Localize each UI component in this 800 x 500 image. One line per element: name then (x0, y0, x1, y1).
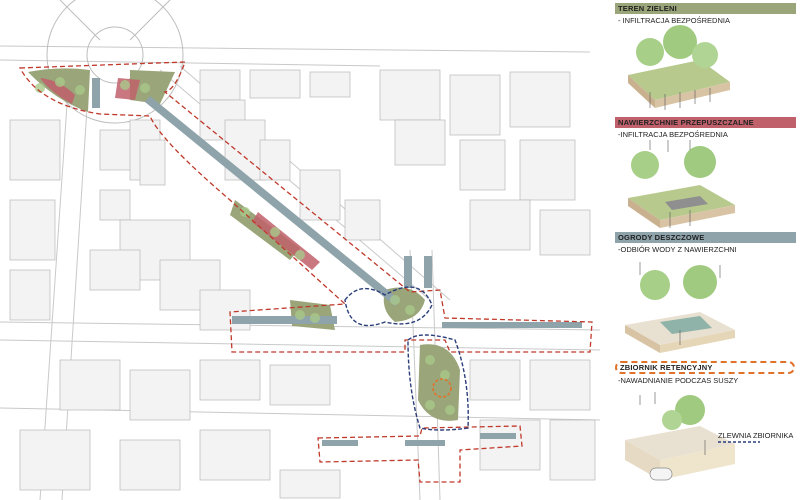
building (309, 71, 351, 98)
site-plan-map (0, 0, 600, 500)
tree (75, 85, 85, 95)
building (539, 209, 591, 256)
permeable-pavement-icon (628, 140, 735, 228)
building (9, 119, 61, 181)
retention-tank-marker (432, 378, 452, 398)
buildings (9, 69, 596, 499)
building (449, 74, 501, 136)
project-boundary (18, 61, 593, 353)
tree (425, 400, 435, 410)
legend-title-green-area: TEREN ZIELENI (615, 3, 796, 14)
building (129, 369, 191, 421)
building (9, 199, 56, 261)
tree (240, 207, 250, 217)
building (199, 289, 251, 331)
tree (310, 313, 320, 323)
legend-title-retention: ZBIORNIK RETENCYJNY (615, 361, 795, 374)
tree (120, 80, 130, 90)
building (199, 429, 271, 481)
building (199, 69, 241, 101)
rain-garden-catchment (344, 286, 433, 327)
building (249, 69, 301, 99)
building (529, 359, 591, 411)
rain-garden-icon (625, 262, 735, 353)
tree (295, 250, 305, 260)
building (519, 139, 576, 201)
tree (390, 295, 400, 305)
tree-soil-infiltration-icon (628, 25, 730, 110)
building (479, 419, 541, 471)
building (394, 119, 446, 166)
legend-subtitle-green-area: - INFILTRACJA BEZPOŚREDNIA (618, 16, 730, 25)
tree (140, 83, 150, 93)
trees (35, 77, 455, 415)
tank-catchment (407, 334, 469, 431)
building (379, 69, 441, 121)
building (469, 199, 531, 251)
building (99, 189, 131, 221)
building (549, 419, 596, 481)
building (199, 359, 261, 401)
legend-title-rain-garden: OGRODY DESZCZOWE (615, 232, 796, 243)
building (9, 269, 51, 321)
legend-catchment-label: ZLEWNIA ZBIORNIKA (718, 431, 794, 440)
tree (445, 405, 455, 415)
legend-subtitle-permeable: -INFILTRACJA BEZPOŚREDNIA (618, 130, 728, 139)
tree (55, 77, 65, 87)
legend-subtitle-retention: -NAWADNIANIE PODCZAS SUSZY (618, 376, 739, 385)
retention-tank-icon (625, 392, 735, 481)
building (279, 469, 341, 499)
building (299, 169, 341, 221)
tree (295, 310, 305, 320)
legend-subtitle-rain-garden: -ODBIÓR WODY Z NAWIERZCHNI (618, 245, 737, 254)
tree (35, 83, 45, 93)
building (139, 139, 166, 186)
building (89, 249, 141, 291)
building (59, 359, 121, 411)
legend-panel (625, 25, 760, 481)
tree (405, 305, 415, 315)
building (344, 199, 381, 241)
south-boundary (317, 425, 523, 483)
building (269, 364, 331, 406)
building (509, 71, 571, 128)
building (119, 439, 181, 491)
roundabout (46, 0, 184, 124)
tree (425, 355, 435, 365)
legend-title-permeable: NAWIERZCHNIE PRZEPUSZCZALNE (615, 117, 796, 128)
rain-garden-strips (92, 78, 582, 446)
building (469, 359, 521, 401)
tree (440, 370, 450, 380)
building (159, 259, 221, 311)
tree (270, 227, 280, 237)
building (19, 429, 91, 491)
building (459, 139, 506, 191)
